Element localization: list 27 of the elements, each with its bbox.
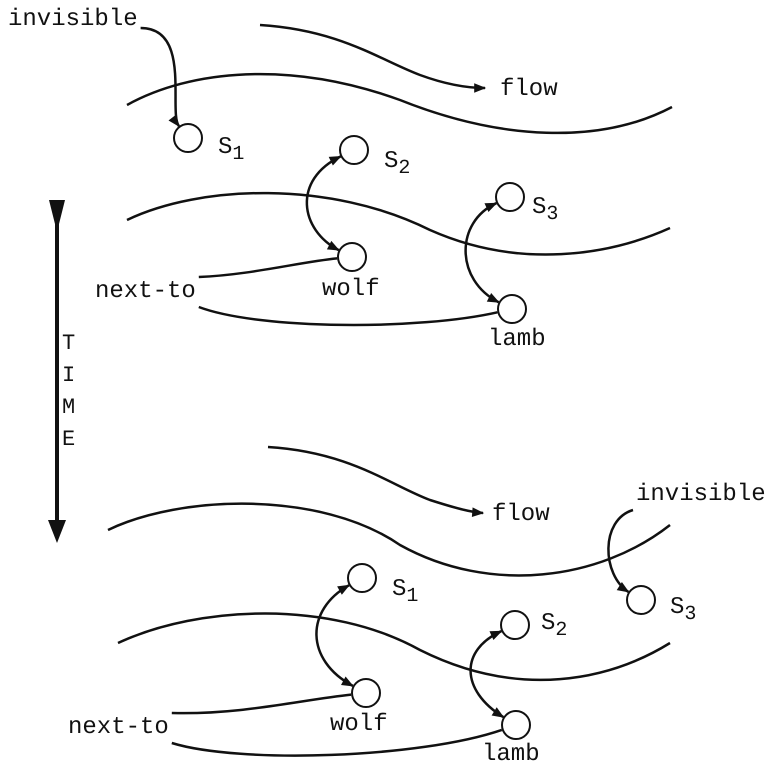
relation-label: next-to [95,280,196,304]
relation-label: invisible [636,483,766,507]
node-label: lamb [488,328,546,352]
relation-label: invisible [8,8,138,32]
node-label: S$_{3}$ [670,596,696,625]
node-label: S$_{3}$ [532,196,558,225]
connector-line [172,728,502,757]
arrow [140,26,180,128]
connector-line [198,257,338,278]
node-label: wolf [322,278,380,302]
node-label: S$_{2}$ [541,612,568,641]
node-label: S$_{1}$ [392,578,418,607]
node-label: lamb [482,743,540,764]
node-label: S$_{2}$ [384,150,410,179]
arrow [464,202,500,304]
arrow [607,508,634,593]
node-label: wolf [330,713,388,737]
axis-label: TIME [62,330,76,454]
node-label: S$_{1}$ [218,136,244,165]
connector-line [198,306,498,326]
arrow [306,155,342,252]
relation-label: next-to [68,716,169,740]
flow-label: flow [500,78,558,102]
arrow [469,630,504,718]
flow-label: flow [492,503,550,527]
arrow [315,584,354,687]
connector-line [172,693,352,714]
